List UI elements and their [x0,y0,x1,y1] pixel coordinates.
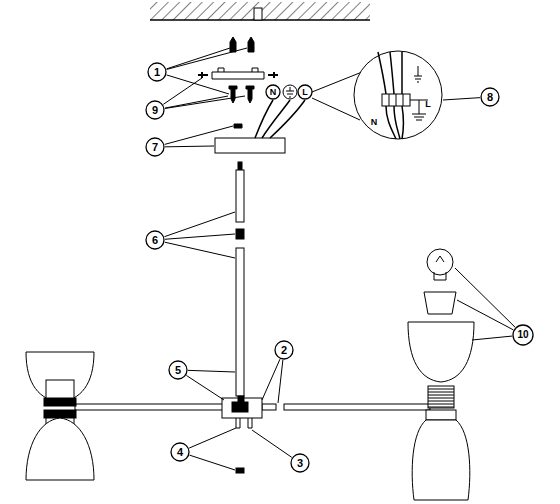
thread [428,407,454,408]
leader-line [165,96,228,108]
leader-line [165,242,235,258]
leader-line [167,48,247,69]
callout-number: 7 [152,142,158,153]
leader-line [163,78,202,104]
mounting-bracket [198,68,278,79]
leader-line [278,360,283,403]
ceiling [150,2,370,20]
callout-circle [481,88,499,106]
leader-line [262,359,280,400]
ground-terminal [283,85,297,99]
callout-number: 6 [152,235,158,246]
leader-line [186,375,224,400]
callout-number: 5 [175,365,181,376]
callout-number: 2 [281,345,287,356]
callout-circle [146,231,164,249]
leader-line [167,75,229,94]
callout-circle [171,443,189,461]
leader-line [165,234,235,239]
leader-line [165,126,233,144]
leader-line [165,96,245,108]
leader-line [252,430,292,457]
thread [428,404,454,405]
callout-number: 9 [152,105,158,116]
callout-circle [291,454,309,472]
left-lamp [26,352,94,480]
hub [75,396,430,473]
leader-line [188,370,235,372]
thread [428,395,454,396]
callout-circle [275,341,293,359]
rod [236,162,244,396]
callout-number: 1 [154,67,160,78]
ground-symbol [286,87,294,97]
callout-circle [146,138,164,156]
leader-lines [163,48,515,470]
leader-line [443,98,480,100]
callout-number: 4 [177,447,183,458]
leader-line [164,212,235,237]
callout-circles [146,63,533,472]
leader-line [167,48,231,69]
leader-line [472,336,512,340]
thread [428,389,454,390]
canopy [215,100,305,153]
callout-circle [169,361,187,379]
leader-line [455,268,515,327]
terminal-label: N [270,88,277,97]
callout-circle [513,325,533,345]
callout-number: 8 [487,92,493,103]
leader-line [457,300,513,330]
leader-line [189,428,236,448]
screws [229,37,254,103]
callout-circle [148,63,166,81]
leader-line [165,146,214,148]
callout-circle [266,85,280,99]
terminal-label: N [371,118,378,127]
callout-circle [146,101,164,119]
terminal-label: L [425,100,431,109]
right-lamp [408,249,474,500]
thread [428,401,454,402]
callout-number: 10 [517,330,528,340]
callout-number: 3 [297,458,303,469]
callout-circle [298,85,312,99]
thread [428,392,454,393]
leader-line [190,455,235,470]
thread [428,398,454,399]
terminal-detail [354,51,442,139]
terminal-label: L [302,88,308,97]
